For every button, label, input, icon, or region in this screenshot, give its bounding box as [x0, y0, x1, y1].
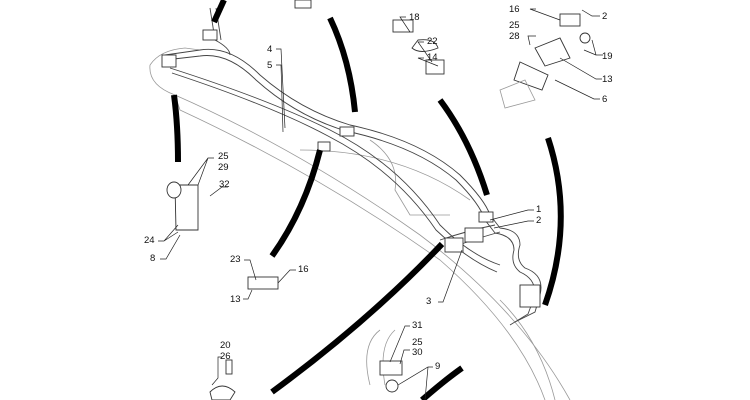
label-25: 25	[509, 20, 520, 31]
label-13: 13	[602, 74, 613, 85]
label-30: 30	[412, 347, 423, 358]
label-1: 1	[536, 204, 541, 215]
label-18: 18	[409, 12, 420, 23]
label-5: 5	[267, 60, 272, 71]
label-23: 23	[230, 254, 241, 265]
clamp	[444, 237, 464, 253]
clamp	[202, 29, 218, 41]
label-16: 16	[509, 4, 520, 15]
label-2: 2	[602, 11, 607, 22]
label-24: 24	[144, 235, 155, 246]
spacer	[166, 181, 182, 199]
fitting	[579, 32, 591, 44]
clamp	[339, 126, 355, 137]
clamp	[317, 141, 331, 152]
clamp	[209, 385, 236, 400]
bracket	[534, 37, 571, 67]
label-2: 2	[536, 215, 541, 226]
label-9: 9	[435, 361, 440, 372]
bracket	[513, 61, 549, 91]
clamp	[379, 360, 403, 376]
label-26: 26	[220, 351, 231, 362]
boom-outline	[149, 47, 571, 400]
clamp	[464, 227, 484, 243]
leader-lines	[158, 8, 603, 400]
label-19: 19	[602, 51, 613, 62]
bolt	[225, 359, 233, 375]
fitting-block	[519, 284, 541, 308]
label-25: 25	[218, 151, 229, 162]
label-32: 32	[219, 179, 230, 190]
label-3: 3	[426, 296, 431, 307]
label-14: 14	[427, 52, 438, 63]
clamp	[294, 0, 312, 9]
clamp	[478, 211, 494, 223]
label-4: 4	[267, 44, 272, 55]
clamp	[161, 54, 177, 68]
label-16: 16	[298, 264, 309, 275]
part-number-labels: 18 22 14 16 2 25 28 19 13 6 4 5 25 29 32…	[144, 4, 613, 372]
detail-callout-arcs	[171, 0, 564, 400]
clamp-parts	[161, 0, 591, 400]
label-13: 13	[230, 294, 241, 305]
bracket	[174, 184, 199, 231]
label-8: 8	[150, 253, 155, 264]
label-6: 6	[602, 94, 607, 105]
label-28: 28	[509, 31, 520, 42]
clamp	[247, 276, 279, 290]
fitting	[559, 13, 581, 27]
label-31: 31	[412, 320, 423, 331]
label-20: 20	[220, 340, 231, 351]
label-25: 25	[412, 337, 423, 348]
bolt	[385, 379, 399, 393]
label-29: 29	[218, 162, 229, 173]
clamp	[425, 59, 445, 75]
label-22: 22	[427, 36, 438, 47]
